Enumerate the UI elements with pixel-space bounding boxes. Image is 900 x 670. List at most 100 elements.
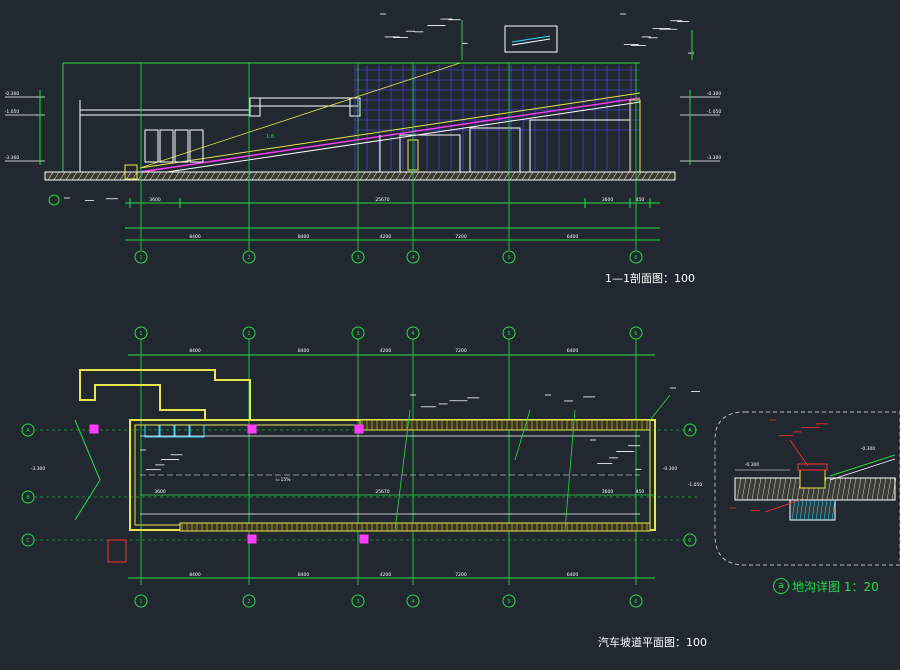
section-axis-bubble-label: 2 xyxy=(247,255,250,261)
column-marker xyxy=(247,534,257,544)
slab-hatch xyxy=(425,171,432,181)
plan-dim-top-label: 8400 xyxy=(189,348,201,354)
slab-hatch xyxy=(245,171,252,181)
dim-top-label: 3600 xyxy=(602,197,614,203)
detail-gravel-hatch xyxy=(799,499,804,521)
detail-gravel-hatch xyxy=(807,499,812,521)
slab-hatch xyxy=(95,171,102,181)
slab-hatch xyxy=(293,171,300,181)
detail-leader xyxy=(764,499,801,513)
slab-hatch xyxy=(437,171,444,181)
ramp-top-line xyxy=(139,92,641,169)
slab-hatch xyxy=(83,171,90,181)
detail-hatch xyxy=(791,477,797,501)
slab-hatch xyxy=(377,171,384,181)
stair-enclosure xyxy=(79,369,251,421)
stair-leader xyxy=(74,419,101,481)
slab-hatch xyxy=(545,171,552,181)
dim-bottom-label: 8400 xyxy=(189,234,201,240)
slab-hatch xyxy=(647,171,654,181)
slab-hatch xyxy=(323,171,330,181)
plan-dim-inner-label: 3600 xyxy=(154,489,166,495)
detail-level-left: -0.300 xyxy=(745,462,760,468)
detail-hatch xyxy=(761,477,767,501)
dim-bottom-label: 4200 xyxy=(380,234,392,240)
level-right-label: -0.300 xyxy=(707,91,722,97)
slab-hatch xyxy=(191,171,198,181)
trench xyxy=(799,469,826,489)
slab-hatch xyxy=(215,171,222,181)
slab-hatch xyxy=(203,171,210,181)
column-marker xyxy=(89,424,99,434)
plan-level-label: -1.050 xyxy=(688,482,703,488)
slab-hatch xyxy=(431,171,438,181)
detail-hatch xyxy=(741,477,747,501)
slab-hatch xyxy=(665,171,672,181)
detail-gravel-hatch xyxy=(791,499,796,521)
slab-hatch xyxy=(335,171,342,181)
column-marker xyxy=(247,424,257,434)
plan-axis-bubble-right-label: C xyxy=(688,538,692,544)
plan-axis-bubble-bottom xyxy=(242,594,256,608)
detail-hatch xyxy=(786,477,792,501)
slab-hatch xyxy=(605,171,612,181)
slab-hatch xyxy=(263,171,270,181)
detail-gravel xyxy=(789,499,836,521)
slab-hatch xyxy=(257,171,264,181)
detail-hatch xyxy=(831,477,837,501)
pit xyxy=(107,539,127,563)
trench-detail-drawing: -0.300 -0.300 xyxy=(714,411,900,566)
slab-hatch xyxy=(491,171,498,181)
slab-hatch xyxy=(407,171,414,181)
slab-hatch xyxy=(65,171,72,181)
slab-hatch xyxy=(185,171,192,181)
slab-hatch xyxy=(575,171,582,181)
detail-gravel-hatch xyxy=(795,499,800,521)
slab-hatch xyxy=(329,171,336,181)
section-title: 1—1剖面图：100 xyxy=(605,272,695,285)
slab-hatch xyxy=(503,171,510,181)
plan-dim-top-label: 7200 xyxy=(455,348,467,354)
plan-axis-bubble-bottom-label: 2 xyxy=(247,599,250,605)
plan-axis-bubble-bottom-label: 3 xyxy=(356,599,359,605)
plan-axis-bubble-top-label: 4 xyxy=(411,331,414,337)
slab-hatch xyxy=(419,171,426,181)
slab-hatch xyxy=(161,171,168,181)
slab-hatch xyxy=(347,171,354,181)
slab-hatch xyxy=(77,171,84,181)
detail-gravel-hatch xyxy=(823,499,828,521)
plan-axis-bubble-top-label: 6 xyxy=(634,331,637,337)
section-axis-bubble xyxy=(406,250,420,264)
detail-gravel-hatch xyxy=(819,499,824,521)
column-marker xyxy=(359,534,369,544)
dim-bottom-label: 6400 xyxy=(567,234,579,240)
section-axis-bubble-label: 5 xyxy=(507,255,510,261)
plan-dim-bottom-label: 8400 xyxy=(189,572,201,578)
slab-hatch xyxy=(611,171,618,181)
plan-axis-bubble-left-label: B xyxy=(26,495,30,501)
slab-hatch xyxy=(173,171,180,181)
detail-ramp-line xyxy=(829,458,896,481)
plan-axis-bubble-bottom xyxy=(629,594,643,608)
plan-title: 汽车坡道平面图：100 xyxy=(598,636,707,649)
detail-hatch xyxy=(836,477,842,501)
level-right-label: -1.050 xyxy=(707,109,722,115)
level-left-label: -3.300 xyxy=(5,155,20,161)
slab-hatch xyxy=(359,171,366,181)
key-slope-line xyxy=(511,35,551,43)
door-panel xyxy=(159,129,174,163)
slab-hatch xyxy=(485,171,492,181)
detail-level-right: -0.300 xyxy=(861,446,876,452)
detail-hatch xyxy=(856,477,862,501)
detail-hatch xyxy=(891,477,897,501)
detail-ramp-line xyxy=(829,454,896,477)
detail-hatch xyxy=(886,477,892,501)
slope-label: 1:8 xyxy=(266,134,274,140)
dim-top-label: 450 xyxy=(636,197,645,203)
detail-hatch xyxy=(781,477,787,501)
plan-dim-inner-label: 450 xyxy=(636,489,645,495)
detail-hatch xyxy=(771,477,777,501)
slab-hatch xyxy=(311,171,318,181)
detail-hatch xyxy=(751,477,757,501)
